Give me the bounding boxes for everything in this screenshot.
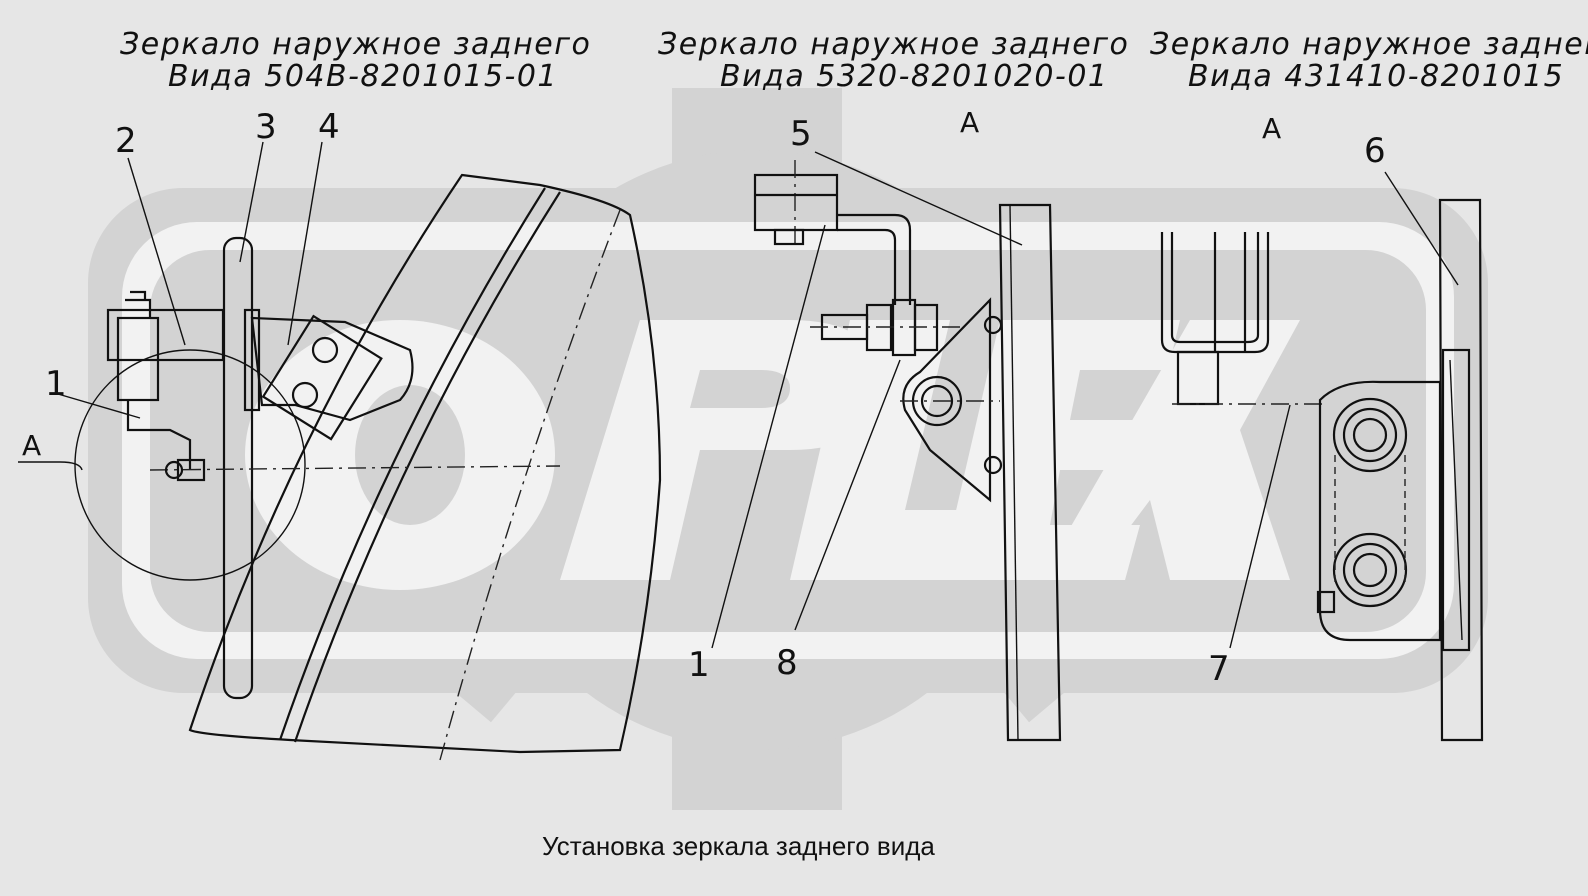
heading-1-line2: Вида 504В-8201015-01: [168, 59, 558, 94]
left-view: [18, 141, 662, 761]
callout-4: 4: [318, 107, 340, 147]
callout-2: 2: [115, 121, 137, 161]
middle-view: [711, 151, 1062, 742]
watermark-logo: [88, 88, 1488, 810]
heading-2-line2: Вида 5320-8201020-01: [720, 59, 1109, 94]
callout-1-middle: 1: [688, 645, 710, 685]
right-view: [1160, 171, 1484, 742]
headings: Зеркало наружное заднего Вида 504В-82010…: [120, 27, 1588, 94]
heading-3-line1: Зеркало наружное заднего: [1150, 27, 1588, 62]
heading-3-line2: Вида 431410-8201015: [1188, 59, 1564, 94]
callout-5: 5: [790, 114, 812, 154]
callout-7: 7: [1208, 649, 1230, 689]
leader-1b: [711, 224, 826, 649]
callout-6: 6: [1364, 131, 1386, 171]
heading-1-line1: Зеркало наружное заднего: [120, 27, 591, 62]
callout-8: 8: [776, 643, 798, 683]
view-label-a-right: А: [1262, 112, 1281, 145]
leader-1a: [57, 393, 141, 419]
heading-2-line1: Зеркало наружное заднего: [658, 27, 1129, 62]
drawing-caption: Установка зеркала заднего вида: [542, 831, 935, 861]
view-label-a-left: А: [22, 429, 41, 462]
view-label-a-middle: А: [960, 106, 979, 139]
leader-2: [127, 157, 186, 346]
leader-5: [814, 151, 1023, 246]
leader-8: [794, 359, 901, 631]
callout-3: 3: [255, 107, 277, 147]
callout-1-left: 1: [45, 364, 67, 404]
leader-6: [1384, 171, 1459, 286]
leader-7: [1229, 404, 1291, 649]
leader-4: [287, 141, 323, 346]
leader-3: [239, 141, 264, 263]
